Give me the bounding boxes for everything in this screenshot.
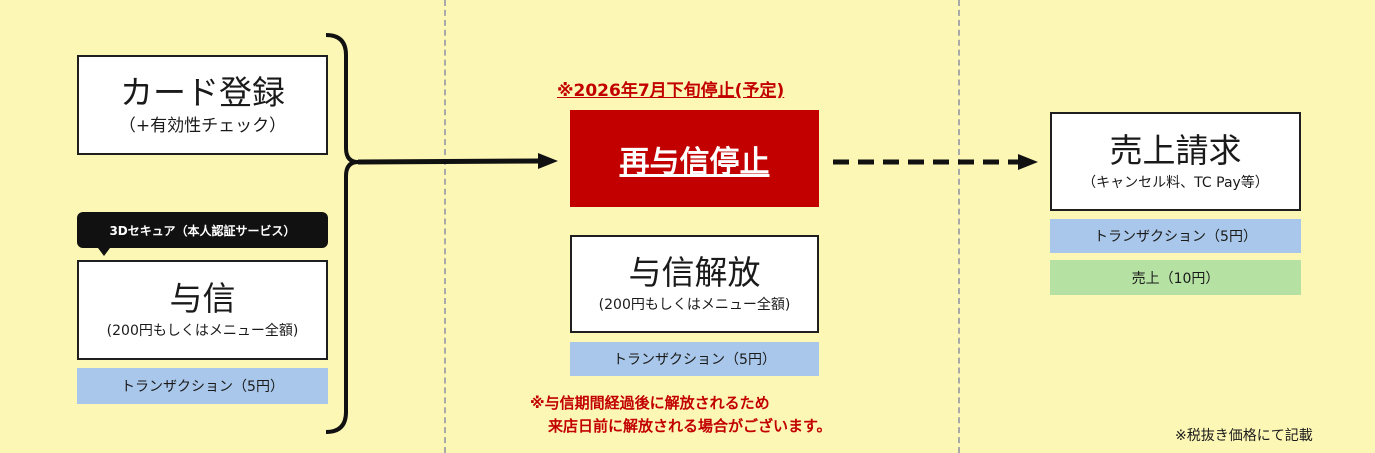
sales-request-title: 売上請求: [1109, 130, 1242, 170]
column-divider-right: [958, 0, 960, 453]
reauth-stop-box: 再与信停止: [570, 110, 819, 207]
authorization-subtitle: (200円もしくはメニュー全額): [106, 323, 299, 339]
footnote: ※税抜き価格にて記載: [1175, 428, 1313, 444]
card-registration-title: カード登録: [120, 73, 285, 112]
authorization-title: 与信: [169, 279, 236, 318]
auth-release-subtitle: (200円もしくはメニュー全額): [598, 297, 791, 313]
bracket: [325, 33, 359, 434]
sales-request-box: 売上請求 （キャンセル料、TC Pay等）: [1050, 112, 1301, 211]
auth-release-transaction-bar: トランザクション（5円）: [570, 342, 819, 376]
release-note-line1: ※与信期間経過後に解放されるため: [530, 394, 770, 412]
authorization-transaction-bar: トランザクション（5円）: [77, 368, 328, 404]
sales-transaction-bar: トランザクション（5円）: [1050, 219, 1301, 253]
card-registration-subtitle: （+有効性チェック）: [118, 116, 287, 136]
auth-release-title: 与信解放: [628, 253, 761, 292]
stop-notice: ※2026年7月下旬停止(予定): [557, 81, 785, 101]
arrow-line-1: [357, 158, 541, 165]
sales-bar: 売上（10円）: [1050, 260, 1301, 295]
card-registration-box: カード登録 （+有効性チェック）: [77, 55, 328, 155]
auth-release-box: 与信解放 (200円もしくはメニュー全額): [570, 235, 819, 333]
arrowhead-2: [1018, 154, 1038, 170]
arrowhead-1: [538, 153, 558, 169]
sales-request-subtitle: （キャンセル料、TC Pay等）: [1082, 174, 1269, 191]
column-divider-left: [444, 0, 446, 453]
authorization-box: 与信 (200円もしくはメニュー全額): [77, 260, 328, 360]
secure-badge-tail: [98, 248, 110, 256]
secure-badge: 3Dセキュア（本人認証サービス）: [77, 212, 328, 248]
release-note-line2: 来店日前に解放される場合がございます。: [548, 417, 832, 435]
